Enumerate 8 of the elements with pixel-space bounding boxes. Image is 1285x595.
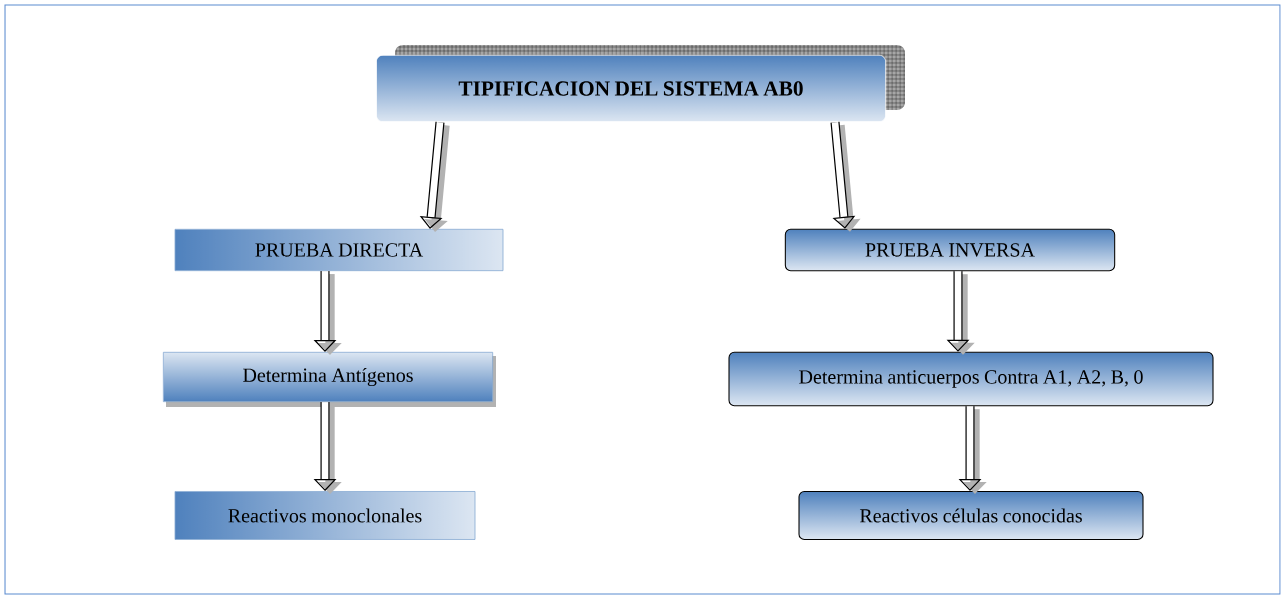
process-box: PRUEBA DIRECTA: [174, 228, 504, 272]
process-box: PRUEBA INVERSA: [784, 228, 1116, 272]
process-box: Determina anticuerpos Contra A1, A2, B, 0: [728, 351, 1214, 407]
process-box: Reactivos células conocidas: [798, 490, 1144, 541]
process-box: Reactivos monoclonales: [174, 491, 476, 540]
process-box: TIPIFICACION DEL SISTEMA AB0: [375, 54, 887, 123]
process-box: Determina Antígenos: [162, 351, 496, 407]
block-arrow: [830, 121, 861, 232]
